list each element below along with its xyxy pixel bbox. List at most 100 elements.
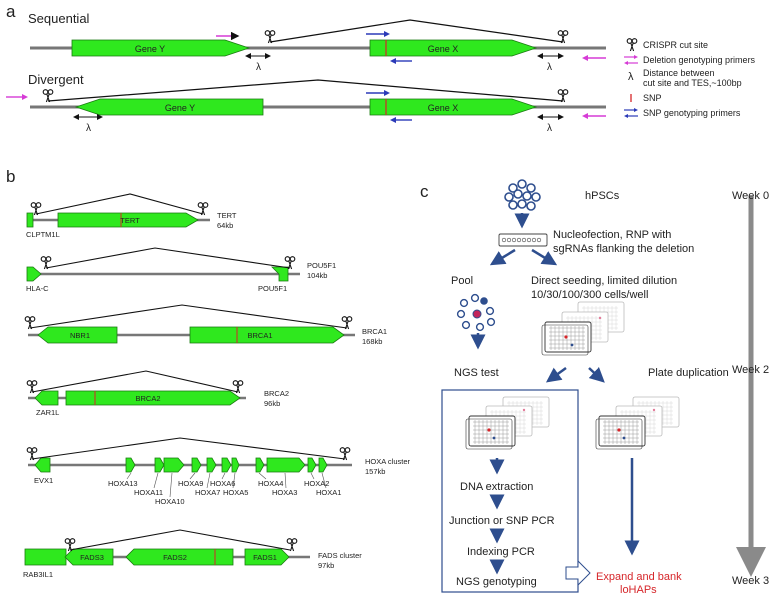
label-brca2-gene: BRCA2: [135, 394, 160, 403]
label-hoxa5: HOXA5: [223, 488, 248, 497]
ngs-genotyping-label: NGS genotyping: [456, 576, 537, 588]
label-pou5f1-gene: POU5F1: [258, 284, 287, 293]
label-fads3: FADS3: [80, 553, 104, 562]
label-hoxa2: HOXA2: [304, 479, 329, 488]
week-2: Week 2: [732, 364, 769, 376]
label-hoxa4: HOXA4: [258, 479, 283, 488]
gene-clptm1l: [26, 212, 34, 228]
gene-evx1: [34, 457, 51, 473]
panel-c: c Week 0 Week 2 Week 3 hPSCs Nucleofecti…: [420, 179, 769, 596]
expand-bank-label: Expand and bank: [596, 571, 682, 583]
div-gene-y-label: Gene Y: [165, 103, 195, 113]
gene-brca2: [65, 390, 241, 406]
lohaps-label: loHAPs: [620, 584, 657, 596]
direct-seeding-1: Direct seeding, limited dilution: [531, 275, 677, 287]
duplicated-plates-icon: [595, 396, 680, 450]
label-hla-c: HLA-C: [26, 284, 49, 293]
label-rab3il1: RAB3IL1: [23, 570, 53, 579]
pool-cells-icon: [456, 293, 496, 332]
panel-c-letter: c: [420, 182, 429, 201]
label-hoxa3: HOXA3: [272, 488, 297, 497]
week-0: Week 0: [732, 190, 769, 202]
flow-arrow: [489, 248, 516, 266]
label-brca2-name: BRCA2: [264, 389, 289, 398]
label-hoxa-size: 157kb: [365, 467, 385, 476]
label-tert-size: 64kb: [217, 221, 233, 230]
label-pou5f1-size: 104kb: [307, 271, 327, 280]
label-brca1-name: BRCA1: [362, 327, 387, 336]
div-gene-x: [369, 98, 538, 116]
legend-snp: SNP: [643, 93, 662, 103]
flow-arrow: [531, 248, 558, 266]
scissors-icon: [286, 538, 298, 552]
div-gene-x-label: Gene X: [428, 103, 459, 113]
nucleofection-1: Nucleofection, RNP with: [553, 229, 671, 241]
seq-lambda-2: λ: [547, 62, 552, 73]
label-zar1l: ZAR1L: [36, 408, 59, 417]
junction-pcr-label: Junction or SNP PCR: [449, 515, 555, 527]
legend-lambda-desc-1: Distance between: [643, 68, 715, 78]
flow-arrow: [545, 366, 567, 383]
genotyping-plates-icon: [465, 396, 550, 450]
seq-gene-y-label: Gene Y: [135, 44, 165, 54]
seq-lambda-1: λ: [256, 62, 261, 73]
gene-hoxa3: [266, 457, 306, 473]
label-clptm1l: CLPTM1L: [26, 230, 60, 239]
locus-brca2: BRCA2 ZAR1L BRCA2 96kb: [26, 370, 289, 417]
label-brca1-size: 168kb: [362, 337, 382, 346]
legend: CRISPR cut site Deletion genotyping prim…: [624, 38, 756, 118]
strip-tube-icon: [498, 233, 548, 247]
panel-b-letter: b: [6, 167, 15, 186]
label-hoxa1: HOXA1: [316, 488, 341, 497]
label-hoxa7: HOXA7: [195, 488, 220, 497]
legend-crispr: CRISPR cut site: [643, 40, 708, 50]
label-evx1: EVX1: [34, 476, 53, 485]
dna-extraction-label: DNA extraction: [460, 481, 533, 493]
seq-gene-x-label: Gene X: [428, 44, 459, 54]
label-fads1: FADS1: [253, 553, 277, 562]
legend-snp-primers: SNP genotyping primers: [643, 108, 741, 118]
div-lambda-2: λ: [547, 123, 552, 134]
genotyping-box: [441, 389, 579, 593]
gene-brca1: [189, 326, 345, 344]
panel-b: b TERT CLPTM1L TERT 64kb HLA-C POU5F1 PO: [6, 167, 411, 579]
seq-gene-y: [71, 39, 251, 57]
locus-fads: FADS3 FADS2 FADS1 RAB3IL1 FADS cluster 9…: [23, 529, 362, 579]
sequential-track: Gene Y Gene X λ λ: [30, 19, 606, 73]
div-gene-y: [74, 98, 264, 116]
legend-deletion-primers: Deletion genotyping primers: [643, 55, 756, 65]
divergent-track: Gene Y Gene X λ λ: [6, 79, 606, 134]
hpsc-cells-icon: [504, 179, 541, 211]
locus-hoxa: EVX1 HOXA13 HOXA11 HOXA10 HOXA9 HOXA7 HO…: [26, 437, 411, 506]
week-3: Week 3: [732, 575, 769, 587]
sequential-title: Sequential: [28, 11, 90, 26]
label-nbr1: NBR1: [70, 331, 90, 340]
locus-pou5f1: HLA-C POU5F1 POU5F1 104kb: [26, 247, 336, 293]
seeded-plates-icon: [541, 301, 625, 356]
gene-fads2: [125, 548, 234, 566]
indexing-pcr-label: Indexing PCR: [467, 546, 535, 558]
result-block-arrow: [565, 559, 591, 587]
label-hoxa13: HOXA13: [108, 479, 138, 488]
label-hoxa10: HOXA10: [155, 497, 185, 506]
gene-nbr1: [37, 326, 118, 344]
div-deletion-line: [47, 79, 564, 102]
gene-zar1l: [34, 390, 59, 406]
gene-fads1: [244, 548, 290, 566]
locus-tert: TERT CLPTM1L TERT 64kb: [26, 193, 237, 239]
hpscs-label: hPSCs: [585, 190, 620, 202]
legend-lambda-desc-2: cut site and TES,~100bp: [643, 78, 742, 88]
ngs-test-label: NGS test: [454, 367, 499, 379]
gene-hla-c: [26, 266, 42, 282]
legend-lambda-symbol: λ: [628, 71, 634, 83]
label-hoxa11: HOXA11: [134, 488, 163, 497]
label-brca1-gene: BRCA1: [247, 331, 272, 340]
legend-scissors-icon: [626, 38, 638, 52]
label-hoxa-name: HOXA cluster: [365, 457, 411, 466]
label-fads-name: FADS cluster: [318, 551, 362, 560]
gene-tert: [57, 212, 199, 228]
label-hoxa9: HOXA9: [178, 479, 203, 488]
panel-a-letter: a: [6, 2, 16, 21]
